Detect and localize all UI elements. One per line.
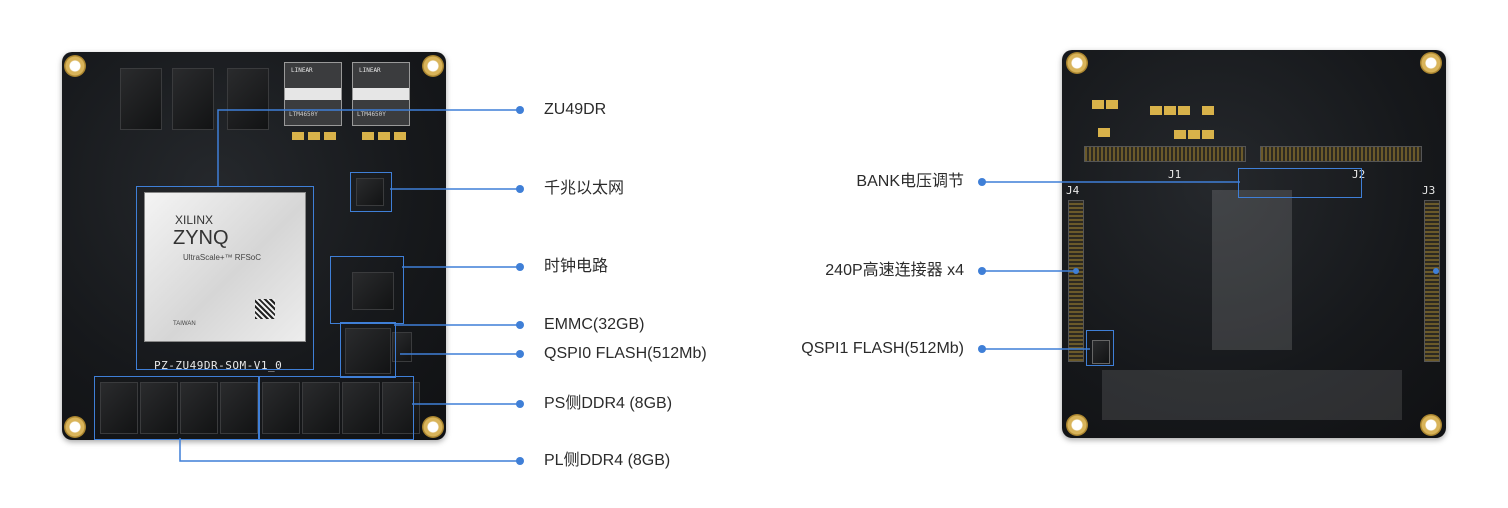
qspi1-flash bbox=[1092, 340, 1110, 364]
callout-dot bbox=[978, 178, 986, 186]
inductor bbox=[227, 68, 269, 130]
ddr4-chip bbox=[180, 382, 218, 434]
capacitor bbox=[1188, 130, 1200, 139]
capacitor bbox=[362, 132, 374, 140]
fpga-brand: XILINX bbox=[175, 213, 214, 227]
highlight-fpga bbox=[136, 186, 314, 370]
label-ps-ddr4: PS侧DDR4 (8GB) bbox=[544, 395, 673, 412]
capacitor bbox=[1202, 106, 1214, 115]
module-brand: LINEAR bbox=[291, 67, 313, 74]
left-board: LINEAR LTM4650Y LINEAR LTM4650Y XILINX Z… bbox=[62, 52, 446, 440]
connector-j1 bbox=[1084, 146, 1246, 162]
label-qspi0-flash: QSPI0 FLASH(512Mb) bbox=[544, 345, 707, 362]
module-brand: LINEAR bbox=[359, 67, 381, 74]
mount-hole bbox=[64, 416, 86, 438]
callout-dot bbox=[516, 400, 524, 408]
callout-dot bbox=[516, 106, 524, 114]
capacitor bbox=[1098, 128, 1110, 137]
mount-hole bbox=[1420, 52, 1442, 74]
board-silkscreen: PZ-ZU49DR-SOM-V1_0 bbox=[154, 359, 283, 372]
clock-chip bbox=[352, 272, 394, 310]
highlight-ethernet bbox=[350, 172, 392, 212]
inductor bbox=[172, 68, 214, 130]
callout-dot bbox=[978, 267, 986, 275]
callout-dot bbox=[1073, 268, 1079, 274]
fpga-origin: TAIWAN bbox=[173, 321, 196, 327]
callout-dot bbox=[1433, 268, 1439, 274]
capacitor bbox=[308, 132, 320, 140]
component-field bbox=[1102, 370, 1402, 420]
connector-j3 bbox=[1424, 200, 1440, 362]
ddr4-chip bbox=[302, 382, 340, 434]
capacitor bbox=[394, 132, 406, 140]
mount-hole bbox=[64, 55, 86, 77]
mount-hole bbox=[1066, 52, 1088, 74]
callout-dot bbox=[516, 185, 524, 193]
mount-hole bbox=[1066, 414, 1088, 436]
qr-code bbox=[255, 299, 275, 319]
capacitor bbox=[1202, 130, 1214, 139]
fpga-subtitle: UltraScale+™ RFSoC bbox=[183, 253, 262, 262]
connector-label-j4: J4 bbox=[1066, 184, 1080, 197]
highlight-emmc bbox=[340, 322, 396, 378]
callout-dot bbox=[516, 350, 524, 358]
module-name: LTM4650Y bbox=[357, 111, 386, 118]
connector-label-j3: J3 bbox=[1422, 184, 1436, 197]
label-zu49dr: ZU49DR bbox=[544, 101, 607, 118]
ddr4-chip bbox=[140, 382, 178, 434]
capacitor bbox=[1092, 100, 1104, 109]
capacitor bbox=[1150, 106, 1162, 115]
highlight-ddr4-pl bbox=[94, 376, 260, 440]
ethernet-phy bbox=[356, 178, 384, 206]
label-bank-voltage: BANK电压调节 bbox=[856, 173, 964, 190]
component-field bbox=[1212, 190, 1292, 350]
highlight-bank-voltage bbox=[1238, 168, 1362, 198]
ddr4-chip bbox=[342, 382, 380, 434]
inductor bbox=[120, 68, 162, 130]
label-gigabit-ethernet: 千兆以太网 bbox=[544, 180, 625, 197]
label-high-speed-connector: 240P高速连接器 x4 bbox=[825, 262, 964, 279]
fpga-family: ZYNQ bbox=[173, 227, 229, 249]
label-emmc: EMMC(32GB) bbox=[544, 316, 645, 333]
capacitor bbox=[378, 132, 390, 140]
label-clock-circuit: 时钟电路 bbox=[544, 258, 609, 275]
label-qspi1-flash: QSPI1 FLASH(512Mb) bbox=[801, 340, 964, 357]
callout-dot bbox=[978, 345, 986, 353]
callout-dot bbox=[516, 321, 524, 329]
capacitor bbox=[292, 132, 304, 140]
module-name: LTM4650Y bbox=[289, 111, 318, 118]
mount-hole bbox=[422, 416, 444, 438]
emmc-chip bbox=[345, 328, 391, 374]
capacitor bbox=[324, 132, 336, 140]
capacitor bbox=[1178, 106, 1190, 115]
capacitor bbox=[1106, 100, 1118, 109]
callout-dot bbox=[516, 457, 524, 465]
ddr4-chip bbox=[262, 382, 300, 434]
capacitor bbox=[1174, 130, 1186, 139]
connector-label-j1: J1 bbox=[1168, 168, 1182, 181]
highlight-ddr4-ps bbox=[258, 376, 414, 440]
power-module: LINEAR LTM4650Y bbox=[284, 62, 342, 126]
ddr4-chip bbox=[100, 382, 138, 434]
callout-dot bbox=[516, 263, 524, 271]
ddr4-chip bbox=[220, 382, 258, 434]
label-pl-ddr4: PL侧DDR4 (8GB) bbox=[544, 452, 671, 469]
mount-hole bbox=[1420, 414, 1442, 436]
highlight-clock bbox=[330, 256, 404, 324]
connector-j2 bbox=[1260, 146, 1422, 162]
highlight-qspi1 bbox=[1086, 330, 1114, 366]
power-module: LINEAR LTM4650Y bbox=[352, 62, 410, 126]
right-board: J1 J2 J3 J4 bbox=[1062, 50, 1446, 438]
fpga-chip: XILINX ZYNQ UltraScale+™ RFSoC TAIWAN bbox=[144, 192, 306, 342]
capacitor bbox=[1164, 106, 1176, 115]
connector-j4 bbox=[1068, 200, 1084, 362]
mount-hole bbox=[422, 55, 444, 77]
